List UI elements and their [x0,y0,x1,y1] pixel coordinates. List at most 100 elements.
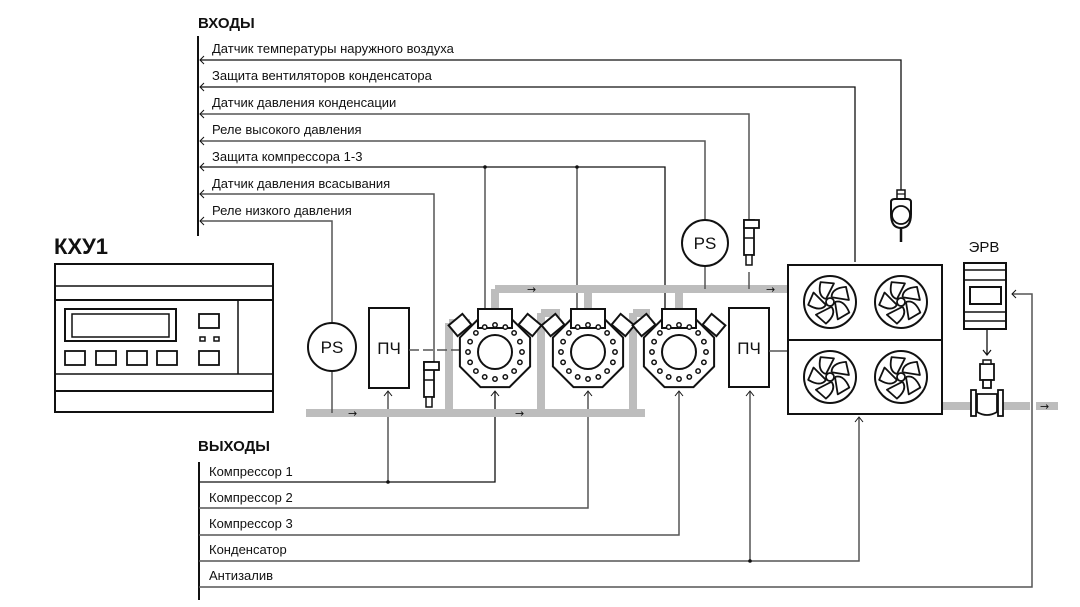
bolt [511,368,518,375]
ps-label: PS [694,234,717,253]
input-label: Реле высокого давления [212,122,362,137]
flow-arrow: → [348,407,357,420]
frequency-converter-compressor: ПЧ [368,307,462,389]
bolt [481,373,488,380]
controller-button [95,350,117,366]
bolt [676,322,682,328]
bolt [472,368,479,375]
bolt [585,322,591,328]
compressor-2 [540,308,636,389]
condenser-unit [787,264,943,415]
output-wires [199,289,1033,588]
bolt [516,338,523,345]
wire-condenser [199,418,860,562]
fan-icon [874,275,928,329]
controller-button [198,350,220,366]
bolt [516,359,523,366]
inputs-header: ВХОДЫ [198,15,255,32]
output-label: Конденсатор [209,542,287,557]
flow-arrow: → [527,283,536,296]
output-label: Компрессор 3 [209,516,293,531]
controller-led [199,336,206,342]
flow-arrow: → [515,407,524,420]
bolt [565,368,572,375]
controller-button [64,350,86,366]
frequency-converter-condenser: ПЧ [728,307,788,388]
bolt [472,329,479,336]
wire-suction-pressure [200,193,435,362]
bolt [612,349,618,355]
wire-cond-pressure [200,113,750,222]
bolt [565,329,572,336]
bolt [585,376,591,382]
controller-button [198,313,220,329]
fan-icon [803,350,857,404]
bolt [651,359,658,366]
bolt [492,376,498,382]
wire-outside-temp [200,59,902,190]
bolt [560,338,567,345]
bolt [511,329,518,336]
input-label: Защита компрессора 1-3 [212,149,362,164]
compressor-3 [631,308,727,389]
bolt [676,376,682,382]
condensation-pressure-sensor [743,219,760,266]
ps-label: PS [321,338,344,357]
bolt [604,329,611,336]
controller-led [213,336,220,342]
bolt [502,324,509,331]
output-label: Компрессор 1 [209,464,293,479]
bolt [703,349,709,355]
wire-comp-protection [200,166,666,308]
bolt [695,329,702,336]
bolt [595,373,602,380]
wire-compressor-3 [199,392,680,536]
outside-temperature-sensor [890,189,912,242]
bolt [465,349,471,355]
bolt [595,324,602,331]
flow-arrow: → [1040,400,1049,413]
bolt [700,338,707,345]
wire-antiflood [199,293,1033,588]
wire-compressor-1 [199,392,496,483]
input-label: Реле низкого давления [212,203,352,218]
compressor-1 [447,308,543,389]
low-pressure-switch: PS [307,322,357,372]
wire-lp-relay [200,220,333,322]
bolt [467,359,474,366]
fc-label: ПЧ [737,339,761,358]
junction-dot [386,480,390,484]
controller-display [71,313,170,338]
input-label: Защита вентиляторов конденсатора [212,68,433,83]
junction-dot [483,165,487,169]
flow-arrow: → [766,283,775,296]
bolt [665,324,672,331]
exv-label: ЭРВ [969,239,1000,256]
bolt [651,338,658,345]
output-label: Компрессор 2 [209,490,293,505]
bolt [609,338,616,345]
bolt [502,373,509,380]
bolt [686,373,693,380]
controller-title: КХУ1 [54,234,108,259]
bolt [558,349,564,355]
bolt [609,359,616,366]
output-label: Антизалив [209,568,273,583]
controller-display-bezel [64,308,177,342]
bolt [686,324,693,331]
bolt [649,349,655,355]
suction-pressure-sensor [423,361,440,408]
bolt [695,368,702,375]
bolt [574,324,581,331]
wire-fan-protection [200,86,856,262]
bolt [467,338,474,345]
input-label: Датчик давления конденсации [212,95,396,110]
input-label: Датчик давления всасывания [212,176,390,191]
bolt [665,373,672,380]
fan-icon [803,275,857,329]
wire-hp-relay [200,140,706,222]
junction-dot [575,165,579,169]
controller-button [156,350,178,366]
input-wires [199,55,902,362]
